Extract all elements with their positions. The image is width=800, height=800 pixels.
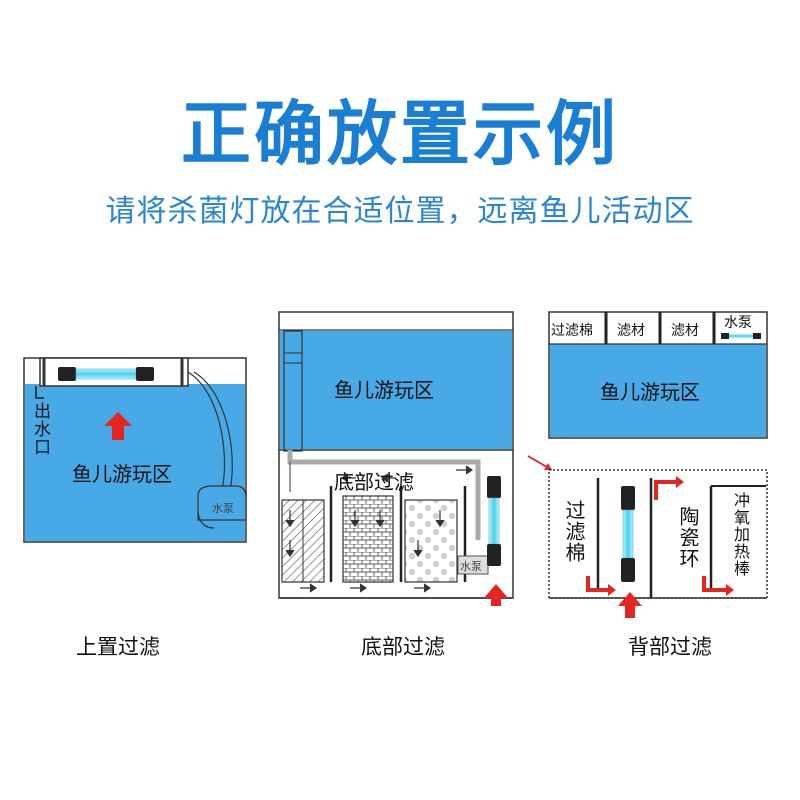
page-title: 正确放置示例: [181, 93, 619, 175]
back-filter-compartment-3: 滤材: [671, 323, 699, 339]
top-filter-pump: 水泵: [212, 502, 234, 515]
back-filter-cotton: 过滤棉: [562, 500, 586, 563]
bottom-filter-panel: [278, 311, 514, 606]
uv-lamp-back: [621, 486, 635, 582]
bottom-filter-pump: 水泵: [460, 560, 482, 573]
uv-lamp-bottom: [487, 476, 501, 566]
back-filter-compartment-1: 过滤棉: [551, 323, 593, 339]
top-filter-caption: 上置过滤: [76, 635, 160, 659]
top-filter-fish-zone: 鱼儿游玩区: [72, 462, 172, 486]
top-filter-panel: [23, 357, 247, 543]
back-filter-compartment-2: 滤材: [617, 323, 645, 339]
back-filter-caption: 背部过滤: [628, 635, 712, 659]
bottom-filter-zone-label: 底部过滤: [334, 470, 414, 494]
uv-lamp-top: [58, 367, 154, 381]
bottom-filter-caption: 底部过滤: [361, 635, 445, 659]
bottom-filter-fish-zone: 鱼儿游玩区: [334, 378, 434, 402]
back-filter-panel: [527, 311, 768, 618]
top-filter-outlet: 出水口: [30, 402, 50, 456]
back-filter-fish-zone: 鱼儿游玩区: [600, 380, 700, 404]
page-subtitle: 请将杀菌灯放在合适位置，远离鱼儿活动区: [105, 194, 695, 229]
back-filter-ceramic-ring: 陶瓷环: [676, 506, 700, 569]
back-filter-compartment-4: 水泵: [724, 315, 752, 331]
back-filter-oxygen-heater: 冲氧加热棒: [731, 492, 750, 577]
